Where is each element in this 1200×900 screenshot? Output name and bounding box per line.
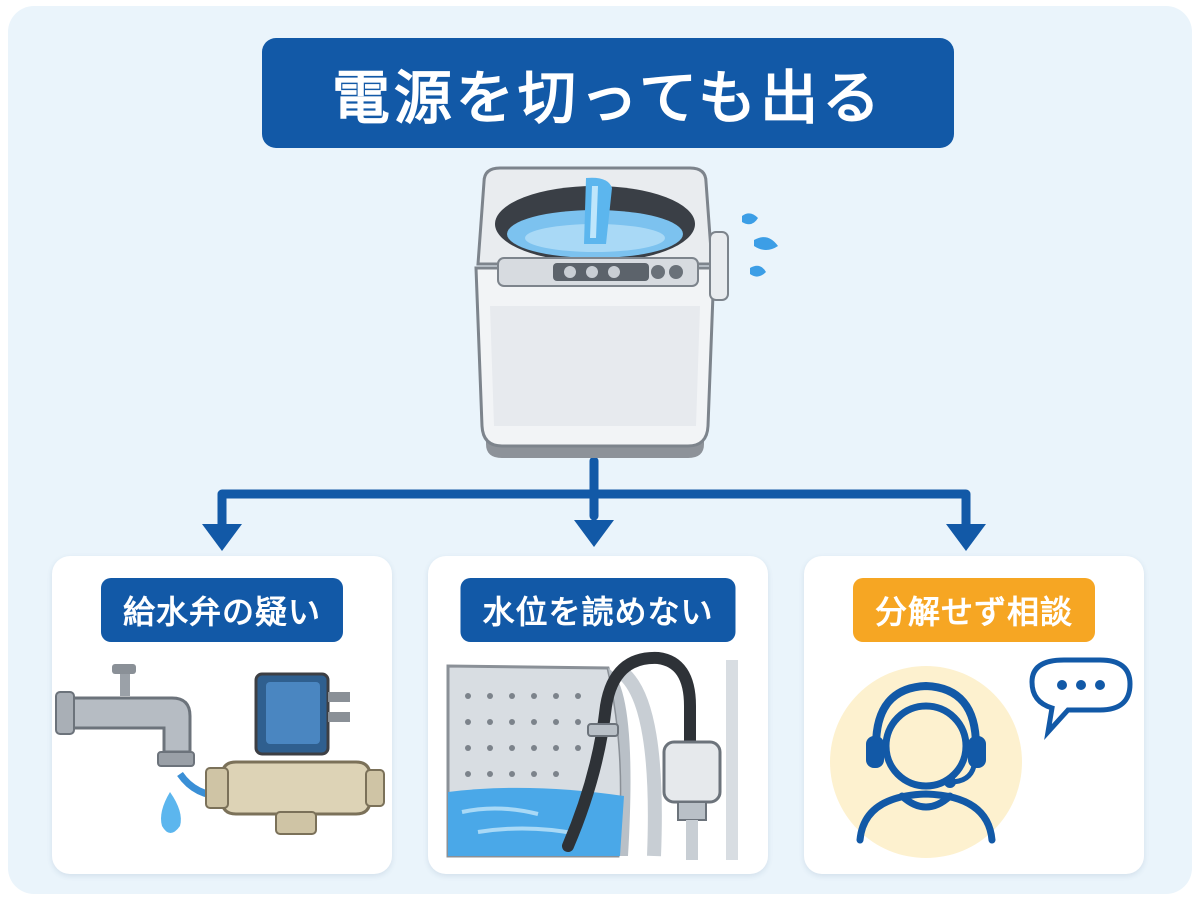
pressure-hose-icon: [562, 651, 696, 852]
card2-illustration: [446, 651, 738, 860]
headset-icon: [866, 681, 986, 788]
water-level-sensor-icon: [662, 660, 738, 860]
support-agent-icon: [856, 702, 996, 844]
card3-illustration: [830, 657, 1133, 858]
solenoid-valve-icon: [205, 672, 385, 835]
water-drop-icon: [161, 792, 181, 833]
card1-illustration: [55, 664, 385, 835]
page-title: 電源を切っても出る: [262, 38, 954, 148]
card-supply-valve: 給水弁の疑い: [52, 556, 392, 874]
drum-icon: [446, 664, 662, 858]
diagram-canvas: 電源を切っても出る: [8, 6, 1192, 894]
arrow-left: [202, 524, 242, 551]
arrow-center: [574, 520, 614, 547]
speech-bubble-icon: [1029, 657, 1133, 740]
washing-machine-icon: [474, 166, 729, 458]
arrow-heads: [202, 520, 986, 551]
card-label-water-level: 水位を読めない: [460, 578, 736, 642]
faucet-icon: [55, 664, 195, 767]
card-consult: 分解せず相談: [804, 556, 1144, 874]
branch-arrows: [217, 456, 971, 529]
card-water-level: 水位を読めない: [428, 556, 768, 874]
card-label-supply-valve: 給水弁の疑い: [100, 578, 344, 642]
branch-line: [217, 489, 971, 529]
arrow-right: [946, 524, 986, 551]
main-illustration: [202, 166, 986, 551]
card-label-consult: 分解せず相談: [852, 578, 1096, 642]
water-splash-icon: [742, 213, 778, 277]
